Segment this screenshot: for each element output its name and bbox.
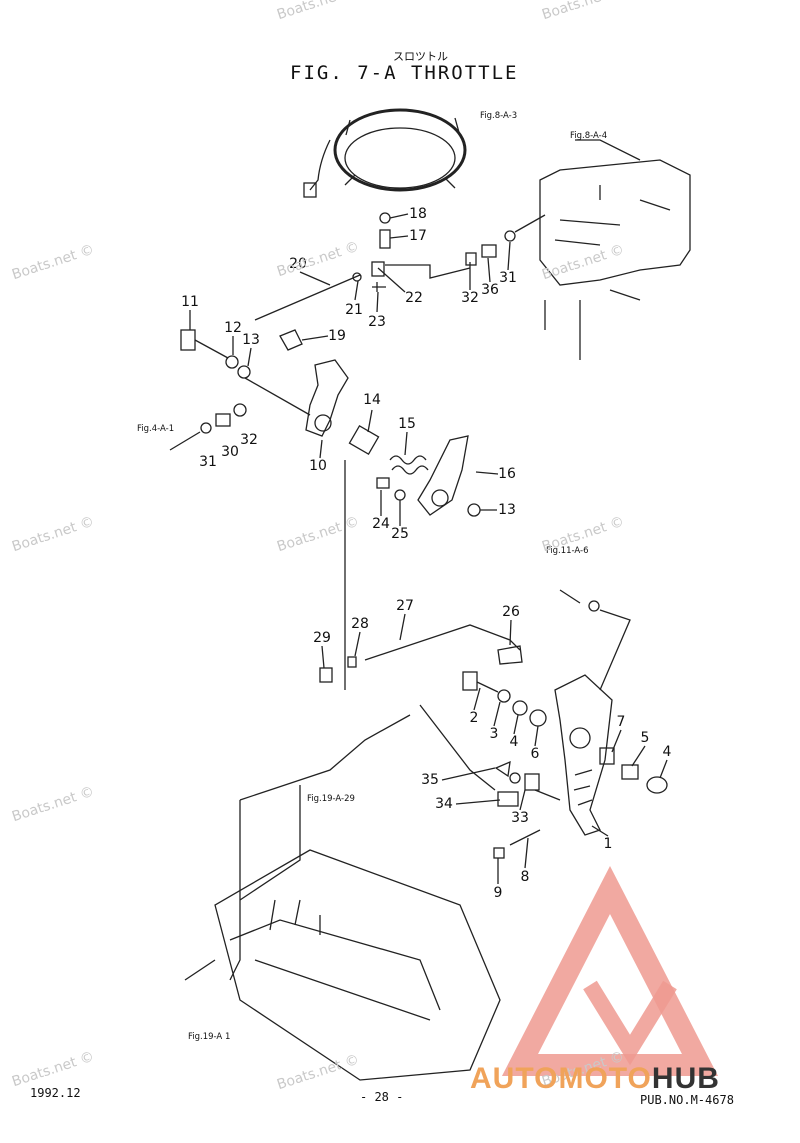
engine-block: [539, 159, 691, 286]
figure-reference: Fig.19-A 1: [188, 1032, 231, 1042]
part-callout-5: 5: [640, 730, 650, 746]
part-callout-19: 19: [328, 328, 346, 344]
part-callout-9: 9: [493, 885, 503, 901]
part-callout-27: 27: [396, 598, 414, 614]
part-callout-28: 28: [351, 616, 369, 632]
part-callout-13: 13: [498, 502, 516, 518]
magneto-ring: [333, 108, 467, 192]
part-callout-29: 29: [313, 630, 331, 646]
part-callout-36: 36: [481, 282, 499, 298]
figure-reference: Fig.8-A-4: [570, 131, 608, 141]
lower-cowling: [214, 849, 501, 1081]
logo-text-hub: HUB: [651, 1062, 720, 1095]
part-callout-15: 15: [398, 416, 416, 432]
part-callout-14: 14: [363, 392, 381, 408]
part-callout-32: 32: [461, 290, 479, 306]
title-kana: スロツトル: [393, 50, 448, 63]
automotohub-logo-icon: [501, 865, 719, 1076]
part-callout-16: 16: [498, 466, 516, 482]
part-callout-30: 30: [221, 444, 239, 460]
part-callout-20: 20: [289, 256, 307, 272]
figure-reference: Fig.4-A-1: [137, 424, 175, 434]
throttle-arm-10: [305, 359, 349, 437]
part-callout-4: 4: [662, 744, 672, 760]
part-callout-13: 13: [242, 332, 260, 348]
part-callout-24: 24: [372, 516, 390, 532]
part-callout-4: 4: [509, 734, 519, 750]
part-callout-7: 7: [616, 714, 626, 730]
part-callout-25: 25: [391, 526, 409, 542]
link-rod-27: [364, 624, 521, 661]
part-callout-26: 26: [502, 604, 520, 620]
figure-reference: Fig.19-A-29: [307, 794, 355, 804]
part-callout-23: 23: [368, 314, 386, 330]
throttle-cable: [239, 714, 411, 801]
part-callout-34: 34: [435, 796, 453, 812]
part-callout-22: 22: [405, 290, 423, 306]
part-callout-33: 33: [511, 810, 529, 826]
part-callout-32: 32: [240, 432, 258, 448]
spring-15: [389, 455, 429, 475]
part-callout-17: 17: [409, 228, 427, 244]
footer-pub-number: PUB.NO.M-4678: [640, 1093, 734, 1107]
throttle-lever-1: [554, 674, 613, 836]
figure-reference: Fig.11-A-6: [546, 546, 589, 556]
part-callout-35: 35: [421, 772, 439, 788]
part-callout-6: 6: [530, 746, 540, 762]
part-callout-12: 12: [224, 320, 242, 336]
footer-page-number: - 28 -: [360, 1090, 404, 1104]
lever-16: [417, 435, 469, 516]
part-callout-31: 31: [199, 454, 217, 470]
part-callout-3: 3: [489, 726, 499, 742]
part-callout-18: 18: [409, 206, 427, 222]
page-title: FIG. 7-A THROTTLE: [290, 62, 519, 84]
part-callout-2: 2: [469, 710, 479, 726]
logo-text-automoto: AUTOMOTO: [470, 1062, 652, 1095]
part-callout-8: 8: [520, 869, 530, 885]
part-callout-11: 11: [181, 294, 199, 310]
part-callout-1: 1: [603, 836, 613, 852]
figure-reference: Fig.8-A-3: [480, 111, 518, 121]
part-callout-10: 10: [309, 458, 327, 474]
part-callout-21: 21: [345, 302, 363, 318]
part-callout-31: 31: [499, 270, 517, 286]
link-rod-20: [254, 274, 361, 321]
footer-date: 1992.12: [30, 1086, 81, 1100]
automotohub-logo: AUTOMOTOHUB: [470, 1062, 720, 1096]
